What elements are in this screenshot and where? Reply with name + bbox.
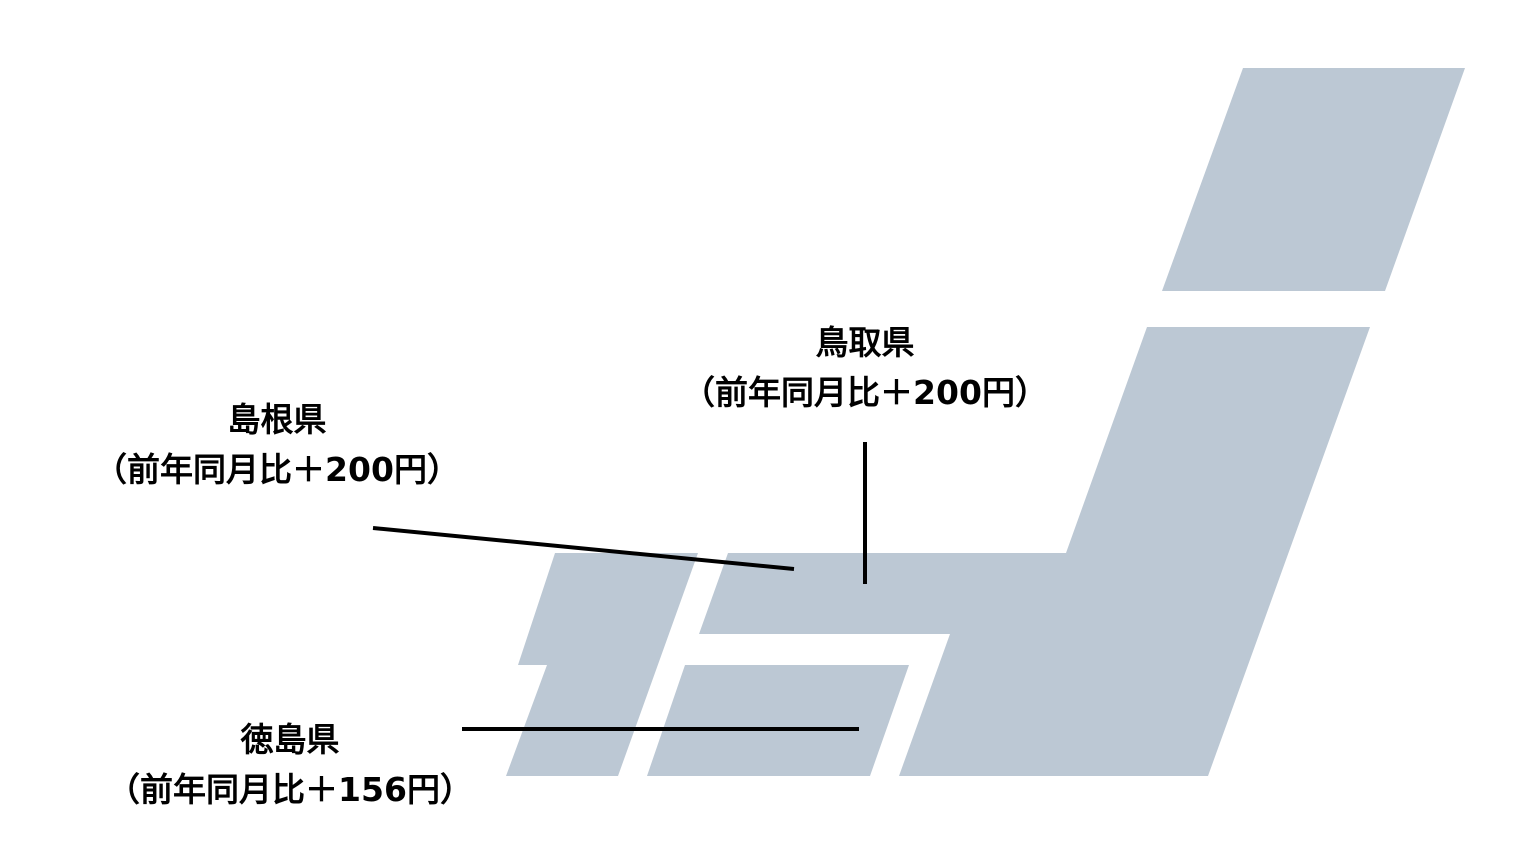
shimane-detail: （前年同月比＋200円） [94, 450, 460, 489]
shimane-label: 島根県 （前年同月比＋200円） [94, 395, 460, 495]
tottori-detail: （前年同月比＋200円） [682, 373, 1048, 412]
kyushu-shape [506, 553, 698, 776]
tokushima-detail: （前年同月比＋156円） [107, 770, 473, 809]
tottori-label: 鳥取県 （前年同月比＋200円） [682, 318, 1048, 418]
hokkaido-shape [1162, 68, 1465, 291]
tokushima-name: 徳島県 [240, 720, 340, 759]
shimane-name: 島根県 [227, 400, 327, 439]
tottori-name: 鳥取県 [815, 323, 915, 362]
shimane-leader-line [372, 526, 795, 571]
honshu-shape [699, 327, 1370, 776]
shikoku-shape [647, 665, 909, 776]
tokushima-label: 徳島県 （前年同月比＋156円） [107, 715, 473, 815]
